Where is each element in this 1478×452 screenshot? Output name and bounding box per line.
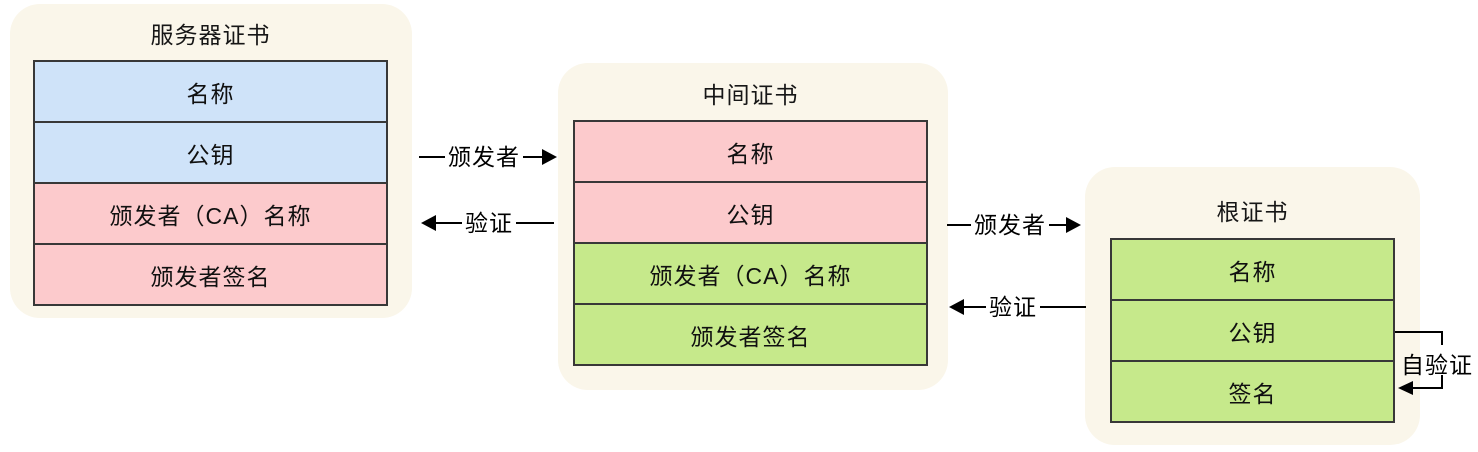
arrowhead-left-icon [949,299,964,315]
verify-arrow-label: 验证 [989,293,1037,320]
cert-row-public-key: 公钥 [1112,301,1393,362]
arrow-line [1049,224,1066,226]
arrowhead-left-icon [1398,381,1413,395]
cert-row-issuer-name: 颁发者（CA）名称 [35,184,386,245]
arrow-line [964,306,986,308]
issuer-arrow-server-to-intermediate: 颁发者 [419,143,557,171]
arrowhead-right-icon [1066,217,1081,233]
arrow-line [947,224,971,226]
arrow-line [436,222,462,224]
issuer-arrow-label: 颁发者 [448,143,520,170]
verify-arrow-label: 验证 [465,209,513,236]
cert-row-issuer-signature: 颁发者签名 [575,305,926,364]
arrowhead-left-icon [421,215,436,231]
cert-row-public-key: 公钥 [575,183,926,244]
issuer-arrow-intermediate-to-root: 颁发者 [947,211,1081,239]
root-certificate-table: 名称 公钥 签名 [1110,238,1395,423]
issuer-arrow-label: 颁发者 [974,211,1046,238]
verify-arrow-root-to-intermediate: 验证 [949,293,1086,321]
cert-row-signature: 签名 [1112,362,1393,421]
arrow-line [523,156,542,158]
arrow-line [516,222,554,224]
cert-row-issuer-name: 颁发者（CA）名称 [575,244,926,305]
intermediate-certificate-table: 名称 公钥 颁发者（CA）名称 颁发者签名 [573,120,928,366]
self-verify-loop [1395,331,1443,395]
arrow-line [1040,306,1086,308]
cert-row-name: 名称 [575,122,926,183]
root-certificate-card: 根证书 名称 公钥 签名 [1085,167,1420,445]
server-certificate-title: 服务器证书 [150,22,271,48]
cert-row-issuer-signature: 颁发者签名 [35,245,386,304]
server-certificate-card: 服务器证书 名称 公钥 颁发者（CA）名称 颁发者签名 [10,4,412,318]
cert-row-name: 名称 [35,62,386,123]
cert-row-name: 名称 [1112,240,1393,301]
self-verify-label: 自验证 [1401,352,1473,378]
cert-row-public-key: 公钥 [35,123,386,184]
intermediate-certificate-card: 中间证书 名称 公钥 颁发者（CA）名称 颁发者签名 [558,63,948,390]
arrow-line [419,156,445,158]
arrowhead-right-icon [542,149,557,165]
server-certificate-table: 名称 公钥 颁发者（CA）名称 颁发者签名 [33,60,388,306]
intermediate-certificate-title: 中间证书 [702,82,799,108]
verify-arrow-intermediate-to-server: 验证 [421,209,554,237]
root-certificate-title: 根证书 [1216,199,1289,225]
